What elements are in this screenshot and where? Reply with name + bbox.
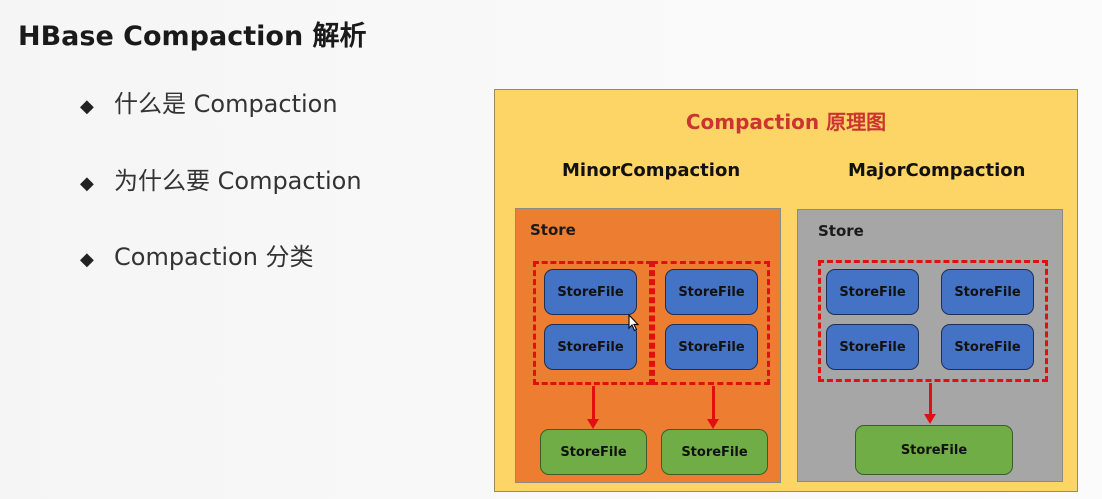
major-group [818, 260, 1048, 382]
minor-compaction-title: MinorCompaction [562, 160, 741, 181]
minor-group-1 [533, 261, 652, 385]
store-label: Store [818, 222, 864, 240]
merge-arrow [707, 386, 719, 429]
storefile: StoreFile [665, 269, 758, 315]
diamond-bullet-icon: ◆ [80, 173, 94, 194]
merged-storefile: StoreFile [661, 429, 768, 475]
merge-arrow [587, 386, 599, 429]
minor-store: Store StoreFile StoreFile StoreFile Stor… [515, 208, 781, 483]
mouse-cursor-icon [628, 313, 640, 336]
slide-title: HBase Compaction 解析 [18, 21, 367, 52]
storefile: StoreFile [826, 269, 919, 315]
bullet-item: ◆ 什么是 Compaction [80, 84, 338, 119]
diagram-title: Compaction 原理图 [685, 110, 887, 134]
merge-arrow [924, 383, 936, 424]
bullet-text: 为什么要 Compaction [114, 167, 362, 195]
diamond-bullet-icon: ◆ [80, 249, 94, 270]
storefile: StoreFile [941, 269, 1034, 315]
storefile: StoreFile [544, 269, 637, 315]
merged-storefile: StoreFile [855, 425, 1013, 475]
bullet-text: 什么是 Compaction [114, 90, 338, 118]
storefile: StoreFile [544, 324, 637, 370]
bullet-item: ◆ Compaction 分类 [80, 237, 314, 272]
minor-group-2 [652, 261, 770, 385]
storefile: StoreFile [826, 324, 919, 370]
bullet-item: ◆ 为什么要 Compaction [80, 161, 362, 196]
major-store: Store StoreFile StoreFile StoreFile Stor… [797, 209, 1063, 482]
compaction-diagram: Compaction 原理图 MinorCompaction MajorComp… [494, 89, 1078, 492]
diamond-bullet-icon: ◆ [80, 96, 94, 117]
major-compaction-title: MajorCompaction [848, 160, 1026, 181]
storefile: StoreFile [941, 324, 1034, 370]
bullet-text: Compaction 分类 [114, 243, 314, 271]
merged-storefile: StoreFile [540, 429, 647, 475]
store-label: Store [530, 221, 576, 239]
storefile: StoreFile [665, 324, 758, 370]
